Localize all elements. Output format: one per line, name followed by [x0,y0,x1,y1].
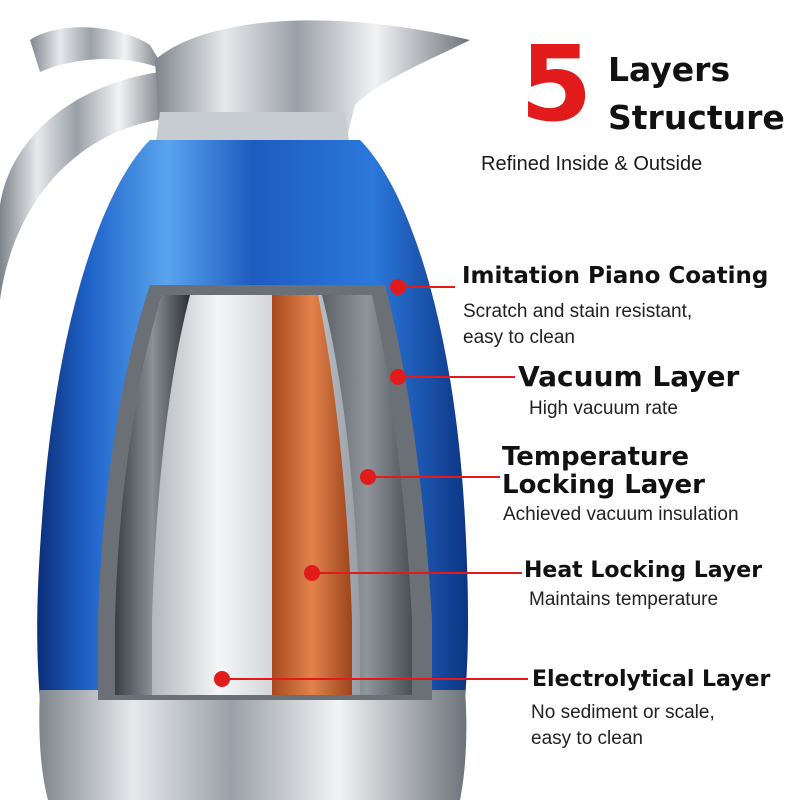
callout-dot-3 [360,469,376,485]
feature-title-piano-coating: Imitation Piano Coating [462,263,769,289]
feature-title-vacuum-layer: Vacuum Layer [518,360,740,393]
jug-handle [0,72,170,300]
jug-base [39,690,467,800]
tagline: Refined Inside & Outside [481,153,703,175]
feature-title-electrolytical: Electrolytical Layer [532,667,771,692]
feature-title-temperature-line-1: Temperature [502,442,690,472]
headline-number: 5 [520,23,592,145]
callout-dot-2 [390,369,406,385]
feature-title-temperature-line-2: Locking Layer [502,470,705,500]
feature-desc-electrolytical-line-2: easy to clean [531,728,643,749]
feature-desc-heat-locking: Maintains temperature [529,589,719,610]
headline: 5 Layers Structure [520,32,800,148]
feature-desc-piano-coating-line-1: Scratch and stain resistant, [463,301,693,322]
heat-locking-layer-strip [272,295,352,695]
feature-title-heat-locking: Heat Locking Layer [524,558,763,583]
vacuum-layer-strip [322,295,412,695]
piano-coating-strip [115,295,190,695]
feature-desc-temperature: Achieved vacuum insulation [503,504,739,525]
headline-line-2: Structure [608,98,785,137]
callout-dot-4 [304,565,320,581]
headline-line-1: Layers [608,50,731,89]
callout-dot-5 [214,671,230,687]
callout-dot-1 [390,279,406,295]
feature-desc-piano-coating-line-2: easy to clean [463,327,575,348]
feature-desc-electrolytical-line-1: No sediment or scale, [531,702,715,723]
feature-desc-vacuum-layer: High vacuum rate [529,398,678,419]
